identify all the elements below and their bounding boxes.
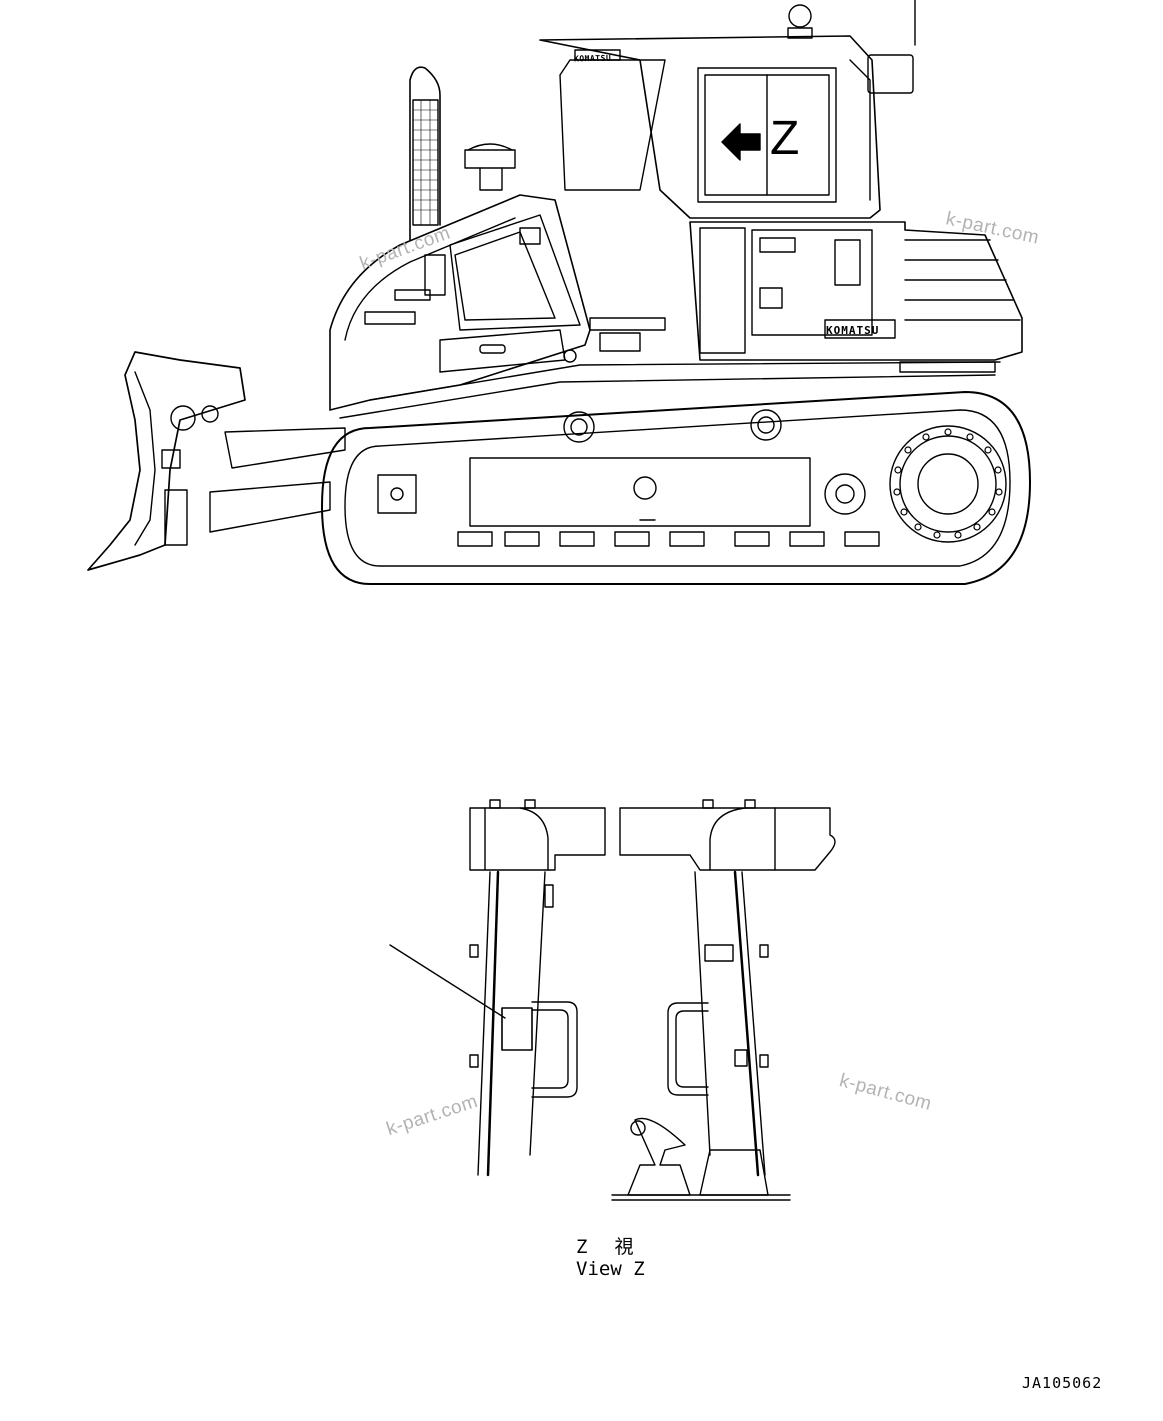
fender	[339, 374, 996, 419]
view-arrow	[721, 123, 761, 161]
cab-brand-logo: KOMATSU	[573, 53, 612, 64]
precleaner	[464, 149, 516, 169]
frame-inspection-cover	[633, 476, 657, 500]
idler-hub	[824, 473, 866, 515]
side-brand-logo: KOMATSU	[826, 324, 880, 337]
carrier-roller-2	[750, 409, 782, 441]
view-z-left-top	[469, 807, 606, 871]
carrier-roller-1	[563, 411, 595, 443]
track-frame	[469, 457, 811, 527]
cab-outline	[539, 35, 881, 219]
sprocket	[889, 425, 1007, 543]
view-z-right-handle	[667, 1002, 709, 1096]
view-z-right-top	[619, 807, 836, 871]
blade	[87, 351, 246, 571]
track-rollers	[457, 531, 880, 547]
view-arrow-label: Z	[770, 112, 800, 165]
rear-section	[689, 221, 1023, 361]
view-z-right-post	[741, 871, 766, 1176]
view-z-left-post	[477, 871, 491, 1176]
joystick	[627, 1117, 691, 1196]
figure-code: JA105062	[1022, 1374, 1103, 1392]
view-title-japanese: Z 視	[576, 1236, 638, 1258]
exhaust-stack	[409, 66, 441, 241]
label-location-box	[501, 1007, 533, 1051]
leader-line	[389, 944, 506, 1019]
cab-window	[697, 67, 837, 203]
track-outer	[321, 391, 1031, 585]
view-title-english: View Z	[576, 1258, 645, 1280]
view-z-drawing	[389, 799, 836, 1201]
engine-hood	[329, 194, 591, 411]
view-z-left-handle	[531, 1001, 578, 1098]
track-inner	[344, 409, 1011, 567]
push-arm	[224, 427, 346, 469]
